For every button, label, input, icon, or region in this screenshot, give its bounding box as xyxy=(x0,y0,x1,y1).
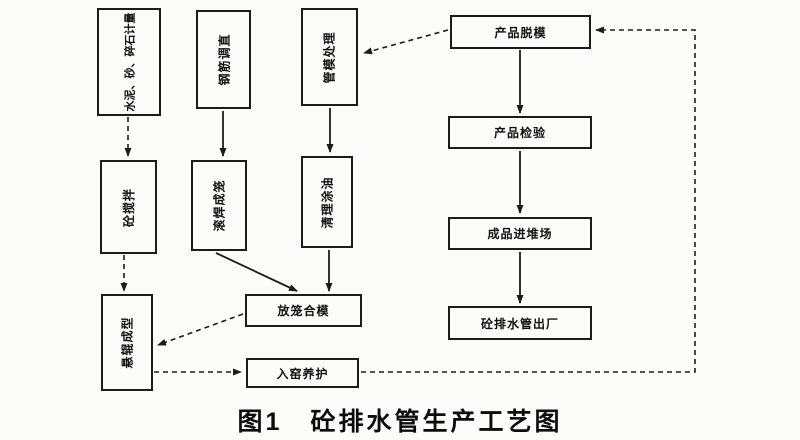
node-concrete-mixing: 砼搅拌 xyxy=(100,160,157,254)
node-finished-to-stockyard-label: 成品进堆场 xyxy=(487,227,553,241)
node-cage-placing-mold-closing-label: 放笼合模 xyxy=(277,304,330,318)
node-mold-cleaning-oiling-label: 清理涂油 xyxy=(320,175,335,229)
node-pipe-delivery: 砼排水管出厂 xyxy=(448,306,592,340)
node-rebar-straightening-label: 钢筋调直 xyxy=(217,33,232,86)
node-material-metering: 水泥、砂、碎石计量 xyxy=(97,8,161,116)
node-cage-welding-label: 滚焊成笼 xyxy=(212,179,227,232)
node-kiln-curing: 入窑养护 xyxy=(246,358,359,388)
node-pipe-forming: 悬辊成型 xyxy=(101,294,153,391)
node-mold-cleaning-oiling: 清理涂油 xyxy=(301,156,353,248)
node-mold-treatment-label: 管模处理 xyxy=(322,30,337,84)
node-material-metering-label: 水泥、砂、碎石计量 xyxy=(124,12,136,112)
node-kiln-curing-label: 入窑养护 xyxy=(276,366,329,381)
node-rebar-straightening: 钢筋调直 xyxy=(196,10,251,109)
node-cage-welding: 滚焊成笼 xyxy=(191,160,247,251)
node-product-inspection: 产品检验 xyxy=(448,116,592,149)
node-product-demolding-label: 产品脱模 xyxy=(494,25,547,40)
node-pipe-forming-label: 悬辊成型 xyxy=(120,316,135,369)
node-concrete-mixing-label: 砼搅拌 xyxy=(121,187,136,227)
node-product-demolding: 产品脱模 xyxy=(450,15,591,49)
figure-caption: 图1 砼排水管生产工艺图 xyxy=(237,408,563,436)
node-mold-treatment: 管模处理 xyxy=(301,8,358,106)
node-pipe-delivery-label: 砼排水管出厂 xyxy=(480,316,559,331)
arrow-kilncuring-to-demolding-loop xyxy=(361,26,696,373)
arrow-demolding-to-moldtreatment xyxy=(363,29,449,55)
node-product-inspection-label: 产品检验 xyxy=(493,126,546,140)
node-cage-placing-mold-closing: 放笼合模 xyxy=(245,294,362,327)
node-finished-to-stockyard: 成品进堆场 xyxy=(448,217,592,250)
arrow-moldclosing-to-forming xyxy=(157,313,244,346)
arrow-cagewelding-to-moldclosing xyxy=(215,252,298,292)
